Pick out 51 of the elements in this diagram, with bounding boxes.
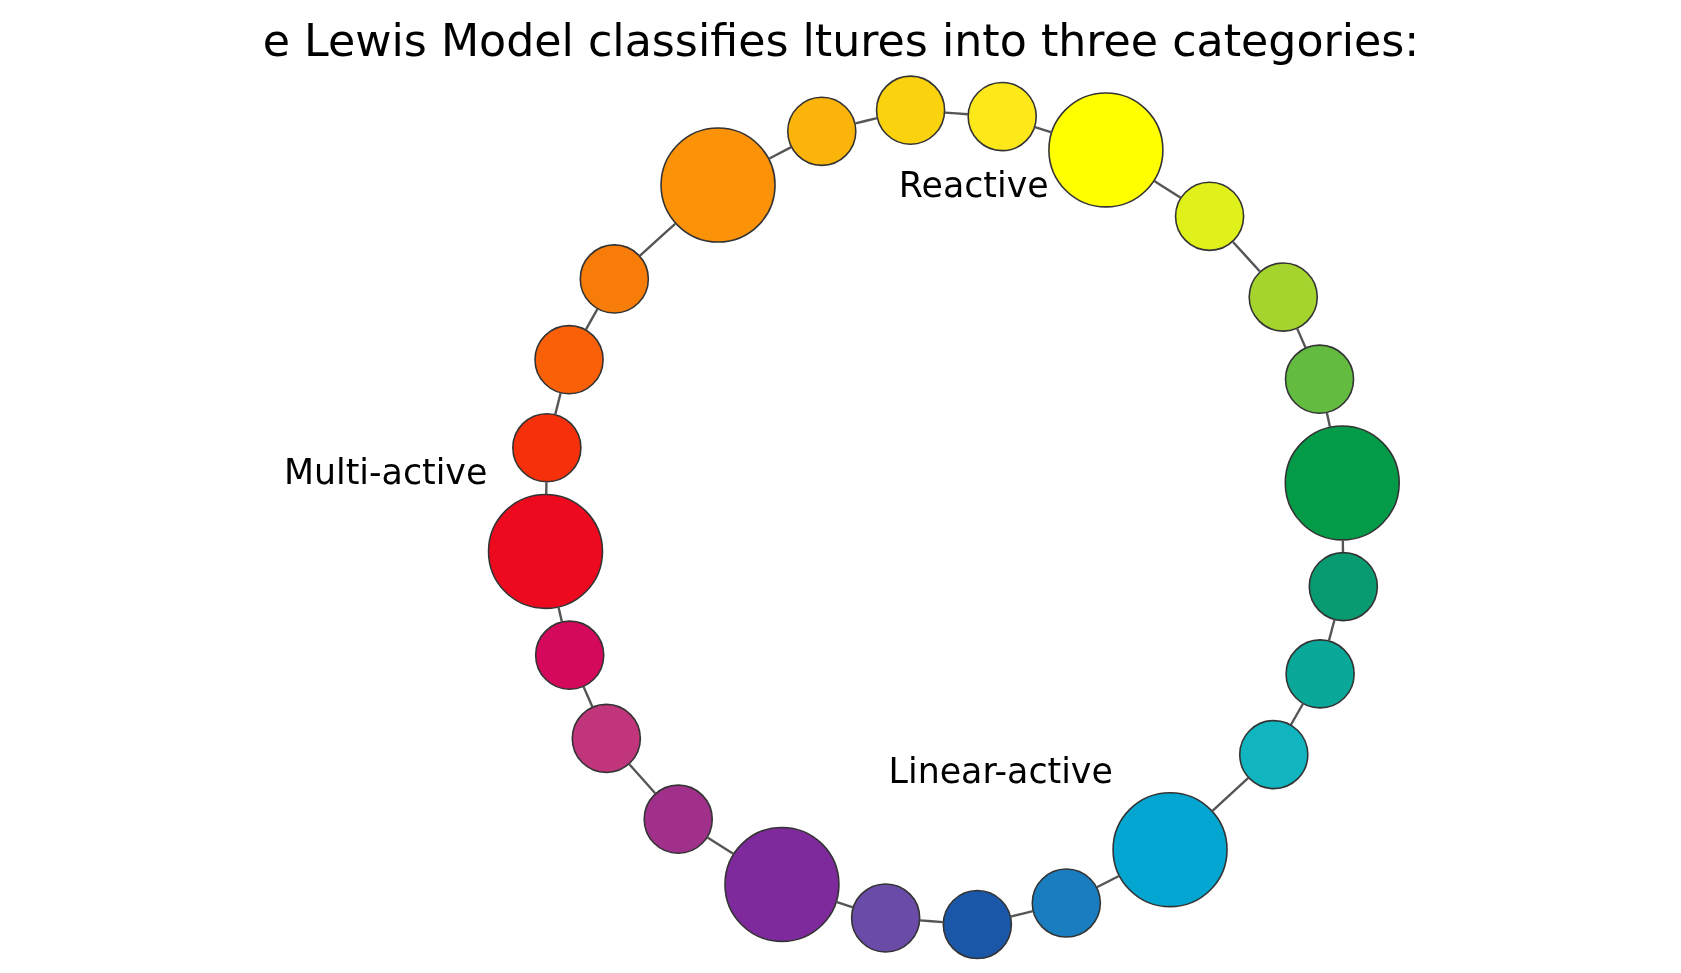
- connector: [638, 222, 676, 257]
- connector: [584, 308, 598, 331]
- node-circle: [1174, 181, 1244, 252]
- connector: [556, 606, 563, 622]
- node-circle: [966, 81, 1037, 152]
- node-label: Reactive: [898, 164, 1049, 205]
- connector: [854, 117, 877, 125]
- connector: [553, 392, 562, 415]
- connector: [1095, 874, 1119, 889]
- connector: [1327, 619, 1336, 642]
- node-circle: [579, 244, 649, 314]
- connector: [1153, 180, 1181, 199]
- connector: [944, 111, 968, 116]
- diagram-title: e Lewis Model classifies ltures into three categories:: [262, 15, 1419, 67]
- node-circle: [1284, 639, 1355, 709]
- node-circle: [850, 883, 920, 953]
- connector: [1295, 327, 1307, 349]
- node-circle: [571, 703, 641, 774]
- connector: [1034, 126, 1052, 134]
- node-label: Multi-active: [283, 452, 487, 493]
- node-circle: [487, 493, 603, 610]
- node-circle: [1247, 262, 1318, 332]
- node-circle: [511, 412, 582, 483]
- node-circle: [1284, 344, 1354, 414]
- node-label: Linear-active: [888, 750, 1113, 791]
- connector: [1009, 909, 1033, 918]
- node-circle: [1308, 551, 1378, 622]
- node-circle: [1111, 791, 1228, 908]
- node-circle: [533, 324, 604, 395]
- node-circle: [786, 96, 857, 167]
- connector: [768, 146, 792, 160]
- node-circle: [1283, 425, 1400, 541]
- node-circle: [642, 784, 713, 854]
- node-circle: [875, 75, 945, 145]
- connector: [544, 482, 548, 494]
- connector: [627, 763, 656, 795]
- connector: [1289, 702, 1304, 726]
- connector: [1210, 776, 1249, 812]
- connector: [919, 919, 943, 924]
- connector: [706, 836, 734, 856]
- node-circle: [1238, 719, 1309, 790]
- node-circle: [1047, 92, 1164, 208]
- node-circle: [942, 889, 1012, 960]
- node-circle: [723, 826, 840, 943]
- connector: [581, 686, 594, 708]
- node-circle: [1031, 868, 1101, 938]
- node-circle: [659, 127, 776, 243]
- node-circle: [534, 620, 604, 690]
- connector: [1231, 241, 1261, 273]
- connector: [1325, 412, 1331, 428]
- connector: [835, 900, 853, 909]
